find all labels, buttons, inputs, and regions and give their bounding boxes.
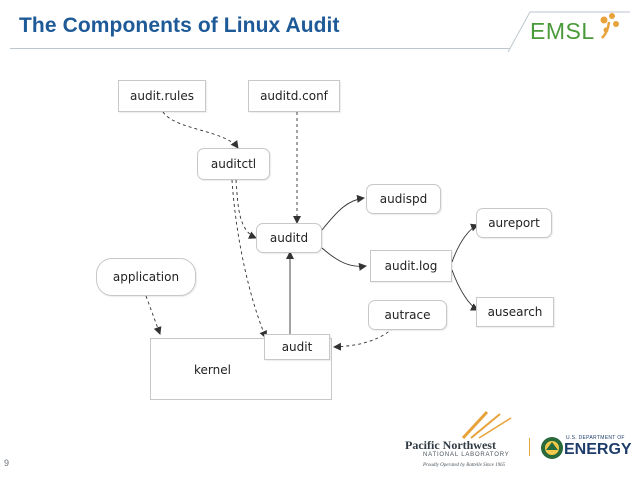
- pnnl-name: Pacific Northwest: [405, 438, 496, 452]
- emsl-logo-graphic: [507, 11, 630, 53]
- edge-application-audit: [145, 295, 162, 335]
- edge-auditlog-aureport: [451, 223, 479, 263]
- emsl-wordmark: EMSL: [530, 18, 595, 44]
- edge-autrace-audit: [333, 327, 394, 351]
- header-divider: [10, 48, 510, 49]
- doe-logo: U.S. DEPARTMENT OF ENERGY: [538, 434, 634, 464]
- logo-divider: [529, 438, 530, 456]
- node-audispd: audispd: [366, 184, 441, 214]
- edge-auditlog-ausearch: [451, 269, 479, 311]
- node-application: application: [96, 258, 196, 296]
- pnnl-logo-graphic: [461, 410, 512, 440]
- node-audit-log: audit.log: [370, 250, 452, 282]
- slide-number: 9: [4, 458, 10, 468]
- doe-top-text: U.S. DEPARTMENT OF: [566, 435, 625, 441]
- doe-seal: [541, 437, 563, 459]
- doe-main-text: ENERGY: [564, 441, 632, 458]
- edge-auditctl-auditd: [235, 179, 257, 239]
- node-aureport: aureport: [476, 208, 552, 238]
- node-ausearch: ausearch: [476, 297, 554, 327]
- pnnl-subtitle: NATIONAL LABORATORY: [423, 452, 510, 458]
- node-auditd-conf: auditd.conf: [248, 80, 340, 112]
- node-kernel: kernel: [194, 363, 231, 377]
- edge-auditd-audispd: [321, 194, 365, 231]
- node-audit-rules: audit.rules: [118, 80, 206, 112]
- node-autrace: autrace: [368, 300, 447, 330]
- edge-auditrules-auditctl: [162, 111, 239, 149]
- edge-auditd-auditlog: [321, 247, 367, 271]
- node-audit: audit: [264, 334, 330, 360]
- pnnl-logo: Pacific Northwest NATIONAL LABORATORY Pr…: [405, 410, 535, 470]
- node-auditd: auditd: [256, 223, 322, 253]
- pnnl-operated: Proudly Operated by Battelle Since 1965: [423, 463, 506, 468]
- edge-auditctl-audit: [231, 179, 267, 339]
- slide-title: The Components of Linux Audit: [19, 14, 340, 37]
- node-auditctl: auditctl: [197, 148, 270, 180]
- emsl-logo: EMSL: [507, 8, 630, 53]
